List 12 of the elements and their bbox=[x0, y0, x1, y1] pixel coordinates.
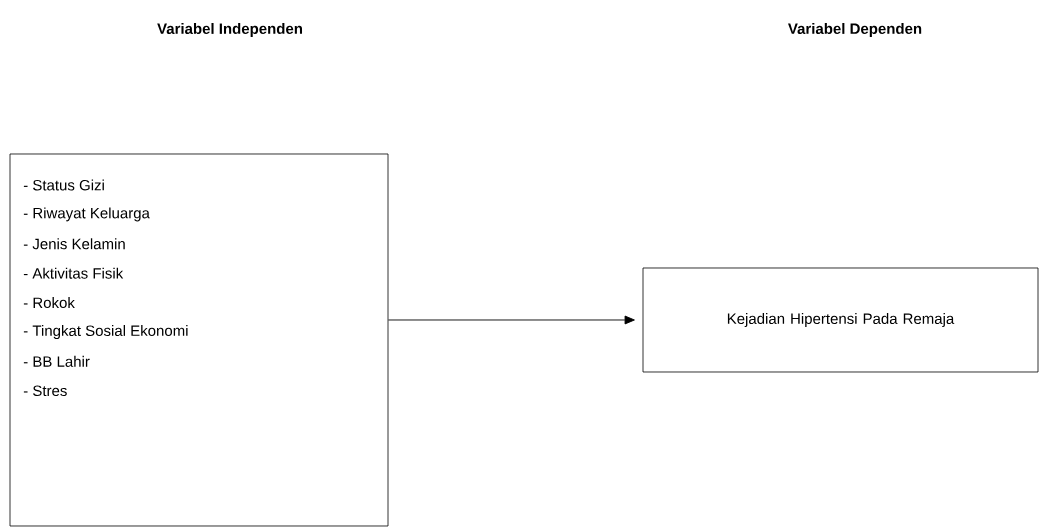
column-heading: Variabel Dependen bbox=[788, 23, 922, 37]
list-item: - Riwayat Keluarga bbox=[23, 207, 150, 222]
list-item: - Jenis Kelamin bbox=[23, 238, 125, 250]
list-item: - Aktivitas Fisik bbox=[23, 267, 124, 279]
arrow bbox=[387, 315, 635, 325]
list-item: - Rokok bbox=[23, 297, 75, 309]
list-item: - Stres bbox=[23, 385, 67, 397]
list-item: - Status Gizi bbox=[23, 179, 104, 191]
column-heading: Variabel Independen bbox=[157, 23, 302, 37]
list-item: - BB Lahir bbox=[23, 355, 90, 367]
variable-box: Kejadian Hipertensi Pada Remaja bbox=[642, 267, 1039, 373]
list-item: - Tingkat Sosial Ekonomi bbox=[23, 325, 188, 339]
